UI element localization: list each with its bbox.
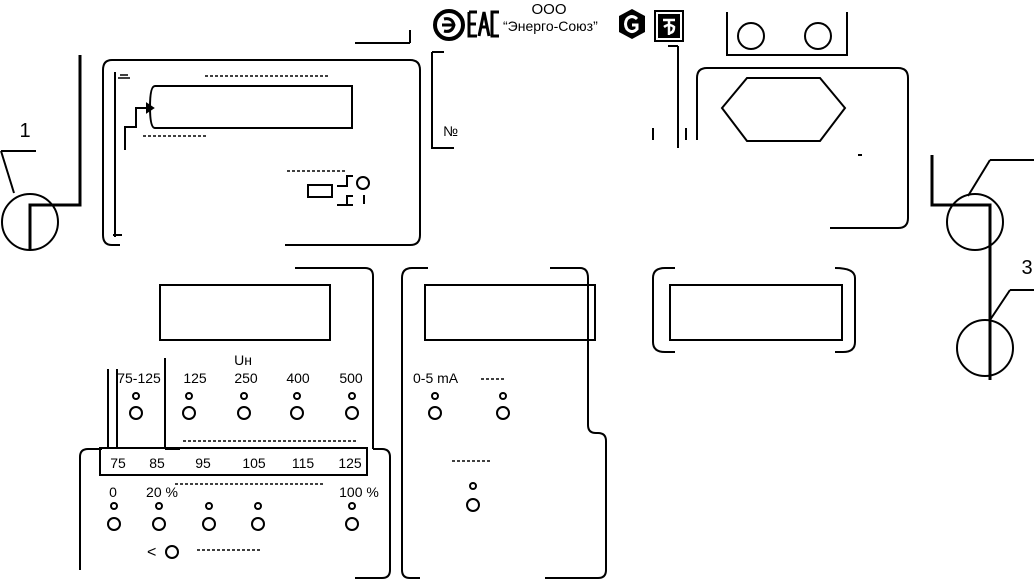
voltage-range-label: 500 bbox=[339, 370, 363, 386]
eac-mark bbox=[467, 10, 499, 38]
test-point-value: 105 bbox=[242, 455, 266, 471]
tested-device-panel bbox=[102, 30, 421, 246]
serial-number-panel bbox=[431, 45, 687, 149]
test-point-value: 85 bbox=[149, 455, 165, 471]
serial-number-prefix: № bbox=[443, 123, 459, 139]
company-form: ООО bbox=[531, 1, 567, 18]
nominal-voltage-label: Uн bbox=[234, 352, 252, 368]
percent-label: 0 bbox=[109, 484, 117, 500]
company-name: “Энерго-Союз” bbox=[503, 18, 598, 34]
test-point-value: 75 bbox=[110, 455, 126, 471]
display-panel-outline bbox=[652, 267, 856, 353]
terminal-block-panel bbox=[696, 12, 909, 229]
current-range-label: 0-5 mA bbox=[413, 370, 459, 386]
voltage-range-label: 400 bbox=[286, 370, 310, 386]
percent-label: 20 % bbox=[146, 484, 178, 500]
callout-number-1: 1 bbox=[19, 120, 31, 142]
callout-number-3: 3 bbox=[1021, 257, 1033, 279]
voltage-range-label: 75-125 bbox=[117, 370, 161, 386]
callout-2-3-leaders bbox=[930, 155, 1034, 380]
voltage-range-label: 250 bbox=[234, 370, 258, 386]
percent-jacks bbox=[107, 502, 359, 559]
test-point-value: 125 bbox=[338, 455, 362, 471]
test-point-value: 95 bbox=[195, 455, 211, 471]
test-point-value: 115 bbox=[291, 455, 315, 471]
voltage-range-label: 125 bbox=[183, 370, 207, 386]
arrow-symbol: < bbox=[147, 544, 157, 561]
voltage-jacks bbox=[129, 392, 359, 420]
current-panel-outline bbox=[401, 267, 607, 579]
verification-mark bbox=[654, 10, 684, 42]
voltage-panel-outline bbox=[79, 267, 391, 579]
callout-1-leader bbox=[0, 55, 82, 251]
gost-r-certification-logo bbox=[619, 9, 645, 39]
percent-label: 100 % bbox=[339, 484, 379, 500]
current-jacks bbox=[428, 392, 510, 512]
partial-lettering-fragments bbox=[118, 74, 506, 551]
eac-conformity-logo bbox=[433, 9, 465, 41]
